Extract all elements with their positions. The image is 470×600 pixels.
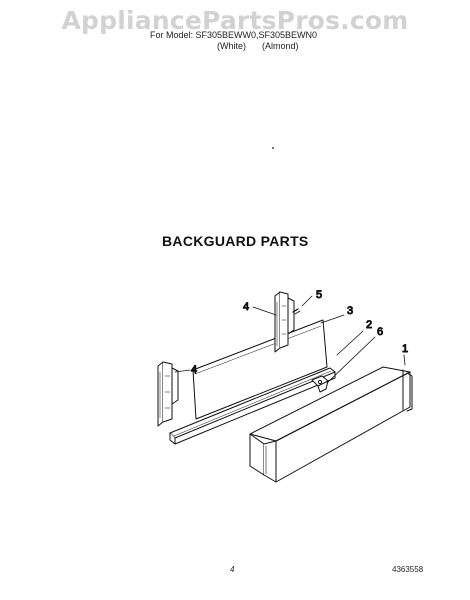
variant-white-label: (White) <box>217 41 246 51</box>
part-6-clip <box>311 375 329 393</box>
variant-almond-label: (Almond) <box>262 41 299 51</box>
scan-speck <box>272 147 274 149</box>
leader-lines <box>174 295 406 384</box>
section-title: BACKGUARD PARTS <box>162 233 309 249</box>
callout-5: 5 <box>316 289 322 301</box>
part-1-backguard <box>249 366 413 483</box>
callout-4-upper: 4 <box>243 301 249 313</box>
callout-1: 1 <box>402 343 408 355</box>
page-number: 4 <box>230 565 235 574</box>
part-2-trim-rail <box>169 367 336 445</box>
callout-2: 2 <box>366 319 372 331</box>
callout-4-left: 4 <box>191 364 197 376</box>
watermark-logo: AppliancePartsPros.com <box>61 6 409 35</box>
part-4-upper-bracket <box>274 291 295 353</box>
part-5-screw <box>292 308 301 315</box>
model-numbers: For Model: SF305BEWW0,SF305BEWN0 <box>150 30 318 40</box>
part-3-end-panel <box>192 319 328 420</box>
document-number: 4363558 <box>392 565 424 574</box>
part-4-left-bracket <box>157 361 179 427</box>
callout-6: 6 <box>377 326 383 338</box>
callout-3: 3 <box>347 305 353 317</box>
